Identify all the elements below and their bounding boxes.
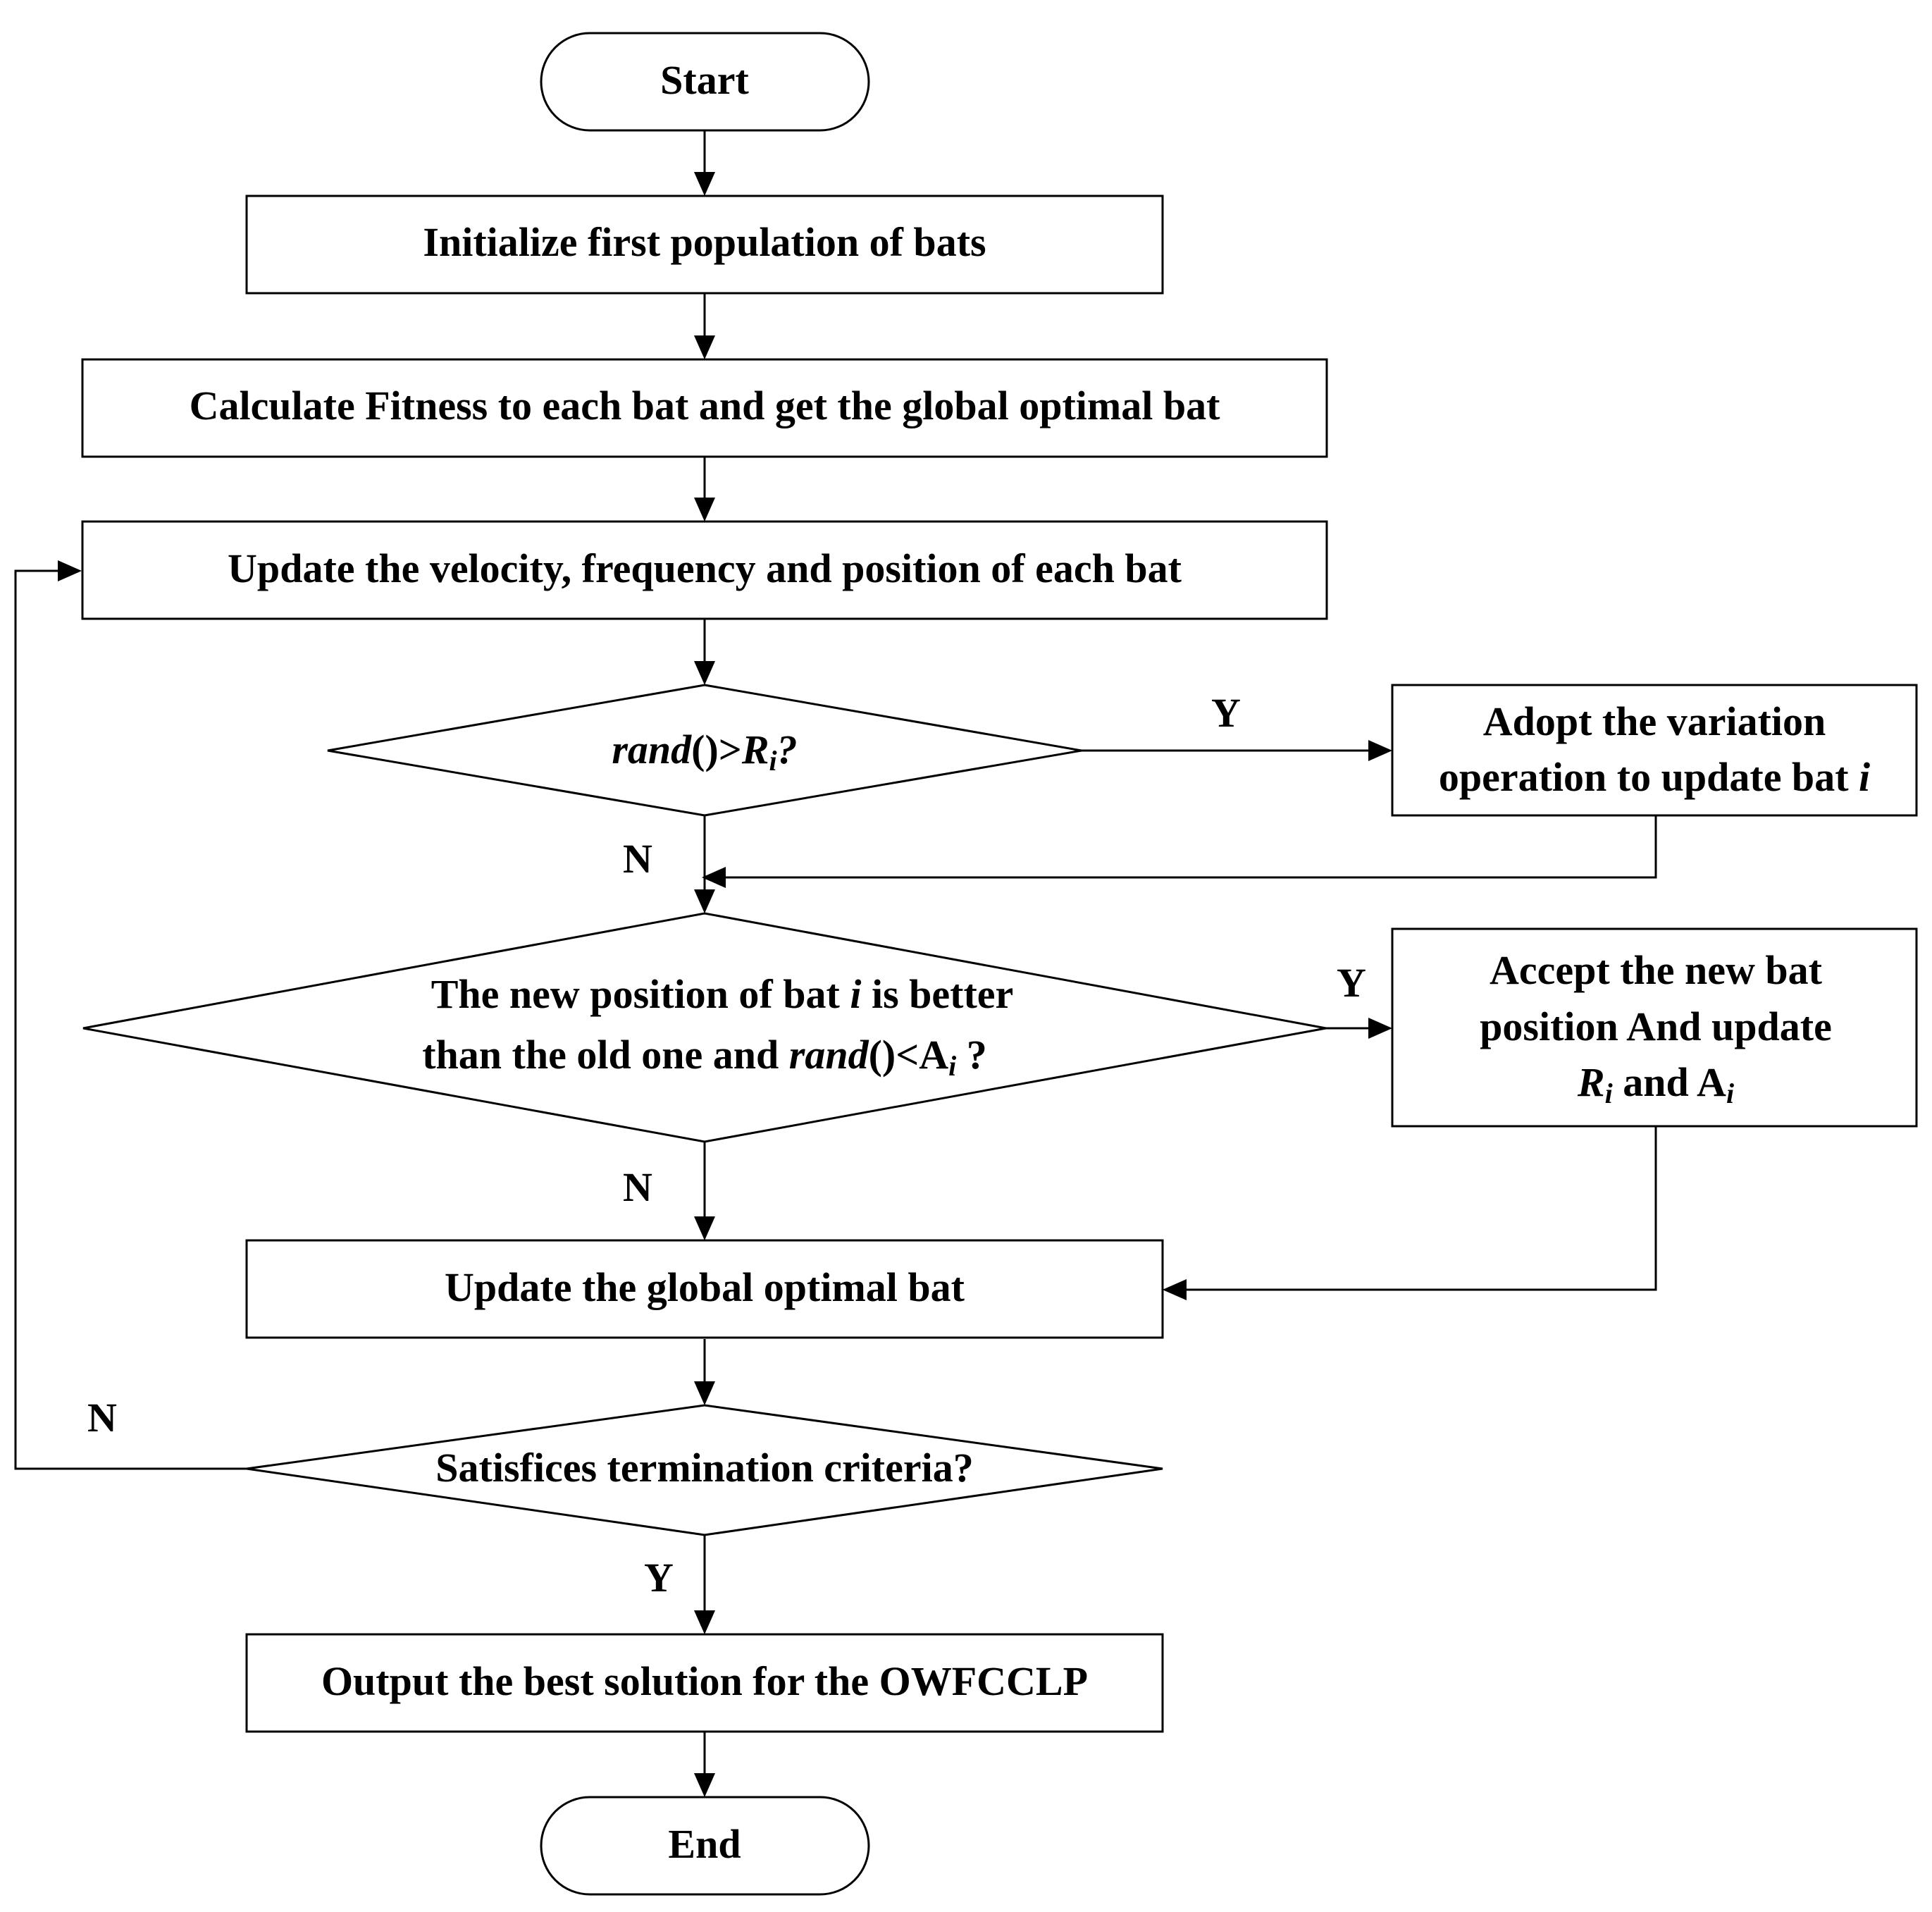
edge-label-rand-r-yes: Y bbox=[1211, 690, 1241, 736]
adopt-variation-box bbox=[1391, 684, 1918, 817]
update-vfp-process: Update the velocity, frequency and posit… bbox=[81, 520, 1328, 620]
end-node: End bbox=[540, 1796, 870, 1896]
arrowhead-down bbox=[694, 1216, 715, 1240]
edge-label-better-yes: Y bbox=[1337, 960, 1366, 1006]
arrowhead-left bbox=[1163, 1279, 1187, 1300]
arrowhead-down bbox=[694, 1773, 715, 1797]
decision-termination-label: Satisfices termination criteria? bbox=[435, 1445, 973, 1491]
accept-new-box bbox=[1391, 927, 1918, 1128]
arrowhead-down bbox=[694, 172, 715, 196]
init-process-box bbox=[245, 195, 1164, 295]
arrowhead-down bbox=[694, 661, 715, 685]
arrowhead-down bbox=[694, 1610, 715, 1634]
edge-labels: Y N Y N N Y bbox=[87, 690, 1366, 1600]
fitness-label: Calculate Fitness to each bat and get th… bbox=[190, 383, 1221, 428]
arrowhead-down bbox=[694, 498, 715, 522]
decision-better-line2: than the old one and rand()<Ai ? bbox=[422, 1032, 987, 1082]
start-terminator-shape bbox=[540, 32, 870, 132]
edge-label-termination-no: N bbox=[87, 1395, 117, 1441]
fitness-process: Calculate Fitness to each bat and get th… bbox=[81, 358, 1328, 458]
decision-rand-r: rand()>Ri? bbox=[327, 684, 1082, 817]
arrowhead-left bbox=[702, 867, 726, 888]
accept-new-line3: Ri and Ai bbox=[1577, 1059, 1734, 1109]
edge-label-rand-r-no: N bbox=[623, 836, 652, 882]
arrowhead-down bbox=[694, 1381, 715, 1405]
arrowhead-down bbox=[694, 335, 715, 359]
edge-termination-no-loop bbox=[14, 569, 247, 1470]
init-label: Initialize first population of bats bbox=[423, 219, 986, 265]
output-label: Output the best solution for the OWFCCLP bbox=[321, 1658, 1088, 1704]
output-process: Output the best solution for the OWFCCLP bbox=[245, 1633, 1164, 1733]
accept-new-line1: Accept the new bat bbox=[1490, 947, 1823, 993]
start-node: Start bbox=[540, 32, 870, 132]
arrowhead-right bbox=[1368, 740, 1392, 761]
decision-better-line1: The new position of bat i is better bbox=[431, 971, 1014, 1017]
edge-label-better-no: N bbox=[623, 1164, 652, 1210]
decision-termination: Satisfices termination criteria? bbox=[246, 1404, 1163, 1536]
update-vfp-box bbox=[81, 520, 1328, 620]
edge-adopt-return bbox=[726, 815, 1657, 879]
output-box bbox=[245, 1633, 1164, 1733]
arrowhead-right bbox=[1368, 1018, 1392, 1039]
update-global-box bbox=[245, 1239, 1164, 1339]
arrowhead-down bbox=[694, 889, 715, 913]
update-vfp-label: Update the velocity, frequency and posit… bbox=[228, 545, 1182, 591]
accept-new-process: Accept the new bat position And update R… bbox=[1391, 927, 1918, 1128]
update-global-process: Update the global optimal bat bbox=[245, 1239, 1164, 1339]
adopt-variation-line2: operation to update bat i bbox=[1439, 754, 1870, 800]
edge-label-termination-yes: Y bbox=[644, 1555, 674, 1600]
arrowhead-right bbox=[58, 560, 82, 581]
accept-new-line2: position And update bbox=[1480, 1004, 1832, 1049]
decision-better-diamond bbox=[82, 912, 1327, 1143]
end-label: End bbox=[668, 1821, 741, 1867]
decision-termination-diamond bbox=[246, 1404, 1163, 1536]
start-label: Start bbox=[660, 57, 749, 103]
fitness-process-box bbox=[81, 358, 1328, 458]
decision-better: The new position of bat i is better than… bbox=[82, 912, 1327, 1143]
adopt-variation-line1: Adopt the variation bbox=[1483, 698, 1826, 744]
edge-accept-return bbox=[1187, 1126, 1657, 1291]
adopt-variation-process: Adopt the variation operation to update … bbox=[1391, 684, 1918, 817]
end-terminator-shape bbox=[540, 1796, 870, 1896]
decision-rand-r-label: rand()>Ri? bbox=[612, 727, 797, 777]
connectors bbox=[14, 130, 1657, 1773]
arrow-heads bbox=[58, 172, 1392, 1797]
init-process: Initialize first population of bats bbox=[245, 195, 1164, 295]
update-global-label: Update the global optimal bat bbox=[445, 1264, 965, 1310]
decision-rand-r-diamond bbox=[327, 684, 1082, 817]
